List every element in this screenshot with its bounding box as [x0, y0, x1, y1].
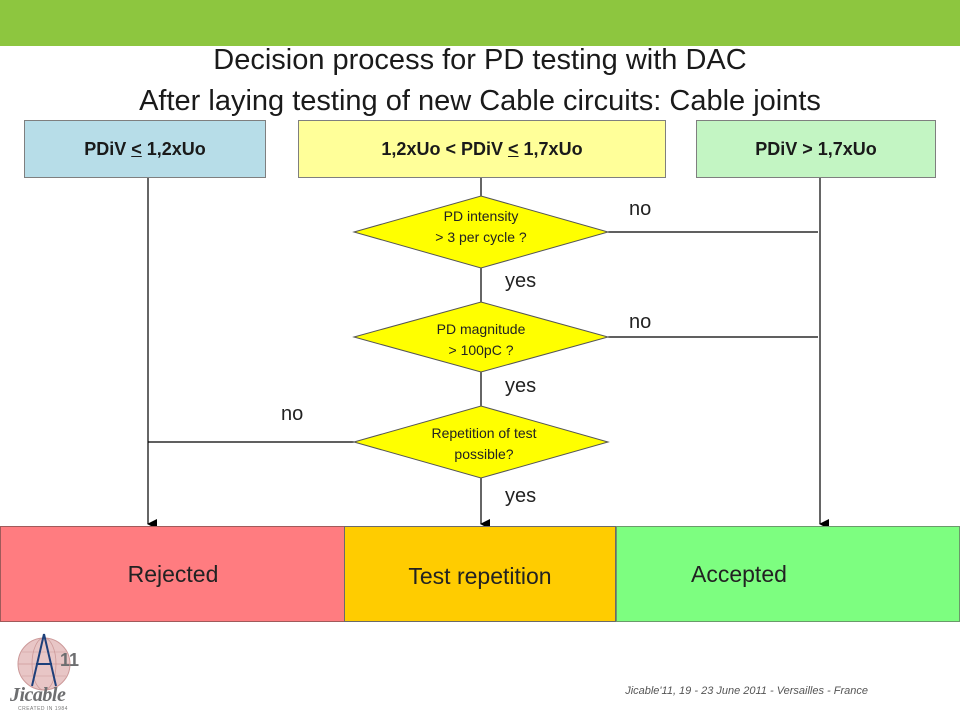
label-yes-1: yes: [505, 270, 537, 292]
decision-3-line2: possible?: [454, 446, 514, 462]
decision-2-text: PD magnitude > 100pC ?: [381, 319, 581, 361]
header-mid-part2: 1,7xUo: [523, 138, 583, 159]
decision-3-line1: Repetition of test: [431, 425, 537, 441]
label-no-3: no: [281, 403, 304, 425]
label-yes-2: yes: [505, 375, 537, 397]
label-no-1: no: [629, 198, 652, 220]
outcome-test-repetition: Test repetition: [344, 526, 616, 622]
decision-2-line2: > 100pC ?: [448, 342, 514, 358]
header-low-underlined: <: [131, 138, 142, 159]
jicable-logo-icon: [17, 633, 71, 691]
header-low-suffix: 1,2xUo: [146, 138, 206, 159]
header-low-prefix: PDiV: [84, 138, 127, 159]
title-line-1: Decision process for PD testing with DAC: [213, 44, 747, 76]
label-no-2: no: [629, 311, 652, 333]
top-accent-bar: [0, 0, 960, 46]
decision-diamond-3: [352, 405, 610, 479]
header-high-pdiv: PDiV > 1,7xUo: [696, 120, 936, 178]
decision-diamond-1: [352, 195, 610, 269]
header-mid-underlined: <: [508, 138, 519, 159]
decision-2-line1: PD magnitude: [436, 321, 526, 337]
label-yes-3: yes: [505, 485, 537, 507]
title-line-2: After laying testing of new Cable circui…: [139, 85, 821, 117]
decision-diamond-2: [352, 301, 610, 373]
header-mid-part1: 1,2xUo < PDiV: [381, 138, 503, 159]
outcome-accepted: Accepted: [616, 526, 960, 622]
header-mid-pdiv: 1,2xUo < PDiV < 1,7xUo: [298, 120, 666, 178]
logo-number: 11: [60, 650, 80, 670]
decision-1-text: PD intensity > 3 per cycle ?: [381, 206, 581, 248]
footer-text: Jicable'11, 19 - 23 June 2011 - Versaill…: [625, 685, 868, 697]
logo-wordmark: Jicable: [10, 684, 66, 706]
header-low-pdiv: PDiV < 1,2xUo: [24, 120, 266, 178]
outcome-rejected: Rejected: [0, 526, 346, 622]
logo-tagline: CREATED IN 1984: [18, 706, 68, 712]
decision-3-text: Repetition of test possible?: [384, 423, 584, 465]
decision-1-line2: > 3 per cycle ?: [435, 229, 527, 245]
decision-1-line1: PD intensity: [443, 208, 519, 224]
